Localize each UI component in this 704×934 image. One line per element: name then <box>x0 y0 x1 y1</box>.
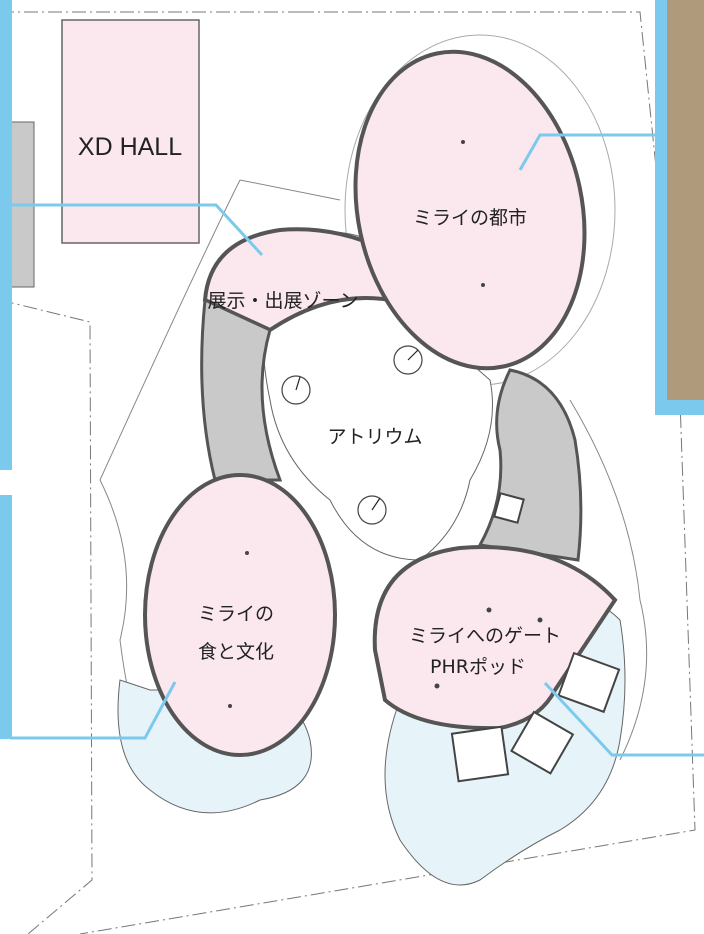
callout-panel-left-top <box>0 0 12 470</box>
city-label: ミライの都市 <box>413 207 527 229</box>
photo-thumbnail <box>667 0 704 400</box>
callout-lines <box>10 133 704 757</box>
gate-label-line2: PHRポッド <box>430 656 526 678</box>
city-room <box>353 49 587 371</box>
exhibit-zone-room <box>202 227 398 333</box>
spiral-stairs <box>281 345 423 525</box>
xd-hall-room <box>61 19 200 244</box>
food-culture-label-line2: 食と文化 <box>198 641 274 663</box>
food-culture-room <box>143 473 337 757</box>
gate-room <box>372 545 618 731</box>
atrium-label: アトリウム <box>327 426 422 448</box>
exhibit-zone-label: 展示・出展ゾーン <box>207 290 358 312</box>
service-ring-right <box>477 368 583 562</box>
gate-label-line1: ミライへのゲート <box>409 625 561 647</box>
food-culture-label-line1: ミライの <box>198 603 274 625</box>
markers <box>228 140 543 708</box>
xd-hall-label: XD HALL <box>78 133 182 161</box>
pods <box>450 492 621 783</box>
callout-panel-left-bottom <box>0 495 12 739</box>
